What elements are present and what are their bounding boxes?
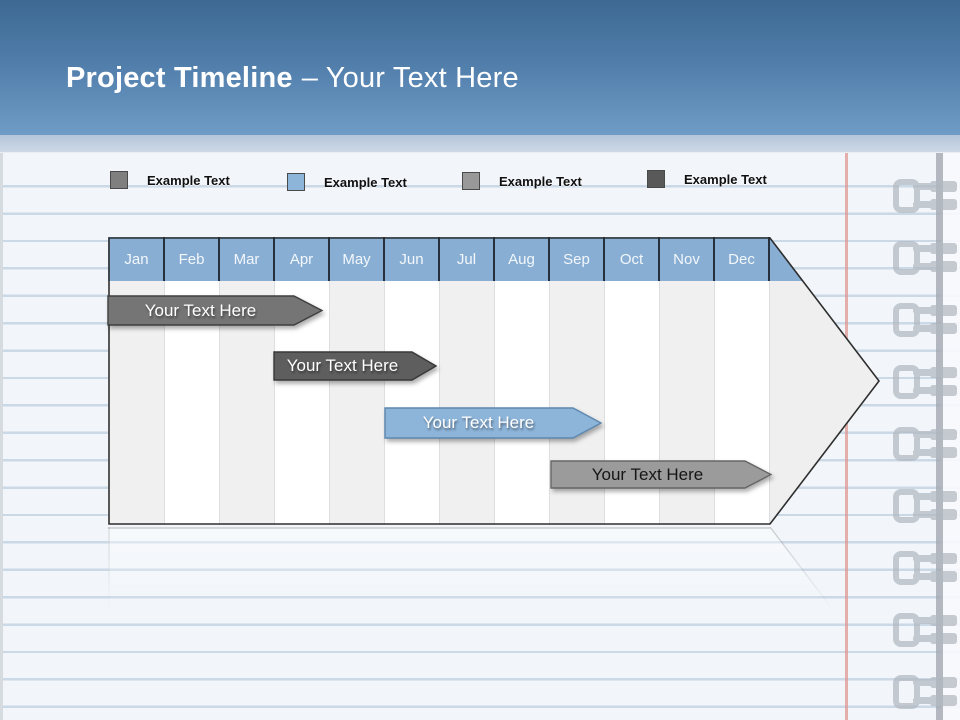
legend-label: Example Text — [324, 174, 407, 190]
month-column — [330, 281, 385, 525]
month-cell-mar: Mar — [220, 237, 275, 281]
legend-item-2[interactable]: Example Text — [287, 173, 407, 191]
binder-clip-icon — [893, 613, 959, 647]
legend-swatch-blue — [287, 173, 305, 191]
month-cell-sep: Sep — [550, 237, 605, 281]
timeline-reflection — [108, 527, 841, 619]
task-label: Your Text Here — [422, 413, 535, 432]
binder-clip-icon — [893, 427, 959, 461]
month-cell-jul: Jul — [440, 237, 495, 281]
page-left-edge — [0, 0, 3, 720]
binder-clip-icon — [893, 675, 959, 709]
legend-label: Example Text — [499, 173, 582, 189]
binder-clip-icon — [893, 179, 959, 213]
month-column — [495, 281, 550, 525]
slide-title-placeholder: – Your Text Here — [301, 62, 519, 94]
slide-title-bold: Project Timeline — [66, 62, 293, 94]
task-bar-2[interactable]: Your Text Here — [273, 351, 437, 381]
month-cell-jun: Jun — [385, 237, 440, 281]
month-cell-nov: Nov — [660, 237, 715, 281]
month-cell-feb: Feb — [165, 237, 220, 281]
month-cell-may: May — [330, 237, 385, 281]
month-cell-dec: Dec — [715, 237, 770, 281]
binder-clip-icon — [893, 241, 959, 275]
title-banner — [0, 0, 960, 135]
month-column — [385, 281, 440, 525]
month-header-row: Jan Feb Mar Apr May Jun Jul Aug Sep Oct … — [108, 237, 880, 281]
binder-clip-icon — [893, 303, 959, 337]
legend-swatch-lightgray — [462, 172, 480, 190]
slide-title[interactable]: Project Timeline– Your Text Here — [66, 62, 519, 95]
month-cell-jan: Jan — [110, 237, 165, 281]
month-cell-aug: Aug — [495, 237, 550, 281]
month-cell-apr: Apr — [275, 237, 330, 281]
legend-swatch-gray — [110, 171, 128, 189]
task-label: Your Text Here — [591, 465, 704, 484]
legend-label: Example Text — [684, 171, 767, 187]
month-column — [440, 281, 495, 525]
task-label: Your Text Here — [286, 356, 399, 375]
month-cell-oct: Oct — [605, 237, 660, 281]
legend-label: Example Text — [147, 172, 230, 188]
banner-bottom-strip — [0, 135, 960, 153]
binder-clip-icon — [893, 489, 959, 523]
binder-clip-icon — [893, 551, 959, 585]
legend-item-3[interactable]: Example Text — [462, 172, 582, 190]
legend-item-4[interactable]: Example Text — [647, 170, 767, 188]
binder-clip-icon — [893, 365, 959, 399]
legend-swatch-darkgray — [647, 170, 665, 188]
task-bar-4[interactable]: Your Text Here — [550, 460, 772, 489]
task-label: Your Text Here — [144, 301, 257, 320]
task-bar-3[interactable]: Your Text Here — [384, 407, 602, 439]
arrow-head-area — [770, 281, 880, 525]
task-bar-1[interactable]: Your Text Here — [107, 295, 323, 326]
legend-item-1[interactable]: Example Text — [110, 171, 230, 189]
